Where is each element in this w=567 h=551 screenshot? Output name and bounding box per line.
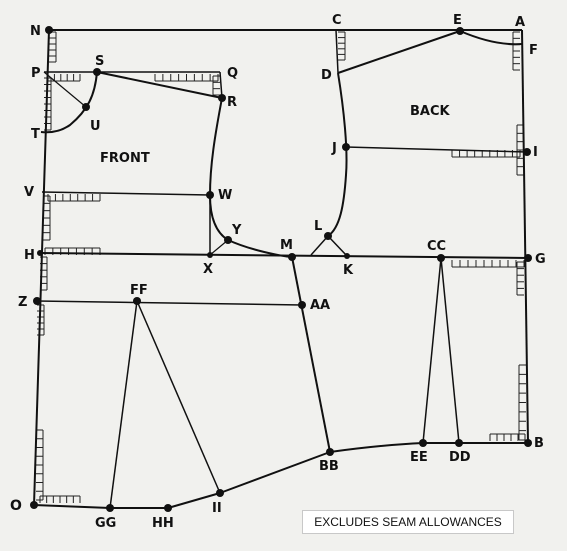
label-M: M [280,238,293,253]
point-R [218,94,226,102]
region-back-label: BACK [410,104,451,119]
line-O-GG [33,504,111,509]
back-shoulder-line [337,30,461,74]
label-H: H [24,248,35,263]
line-FF-II [136,300,221,494]
front-shoulder-line [96,71,223,99]
label-AA: AA [310,298,330,313]
line-L-M [310,235,329,256]
label-U: U [90,119,101,134]
point-II [216,489,224,497]
point-Y [224,236,232,244]
label-A: A [515,15,525,30]
point-I [523,148,531,156]
seam-allowance-caption: EXCLUDES SEAM ALLOWANCES [302,510,514,534]
label-CC: CC [427,239,446,254]
point-G [524,254,532,262]
label-FF: FF [130,283,148,298]
label-S: S [95,54,104,69]
point-EE [419,439,427,447]
front-armhole [208,97,293,258]
point-HH [164,504,172,512]
line-CC-DD [440,257,460,444]
line-V-W [41,191,211,196]
label-P: P [31,66,41,81]
front-neck-curve [40,71,98,134]
point-N [45,26,53,34]
line-Q-R [219,71,223,99]
point-DD [455,439,463,447]
point-GG [106,504,114,512]
label-GG: GG [95,516,116,531]
label-R: R [227,95,237,110]
point-markers [30,26,532,512]
line-CC-EE [422,257,442,444]
label-C: C [332,13,342,28]
point-L [324,232,332,240]
line-J-I [345,146,528,153]
point-B [524,439,532,447]
label-G: G [535,252,546,267]
label-J: J [331,141,337,156]
point-H [37,250,43,256]
back-armhole [327,72,348,237]
label-K: K [343,263,354,278]
point-J [342,143,350,151]
line-N-O [33,29,50,506]
label-D: D [321,68,332,83]
line-M-BB [291,256,331,453]
label-V: V [24,185,34,200]
line-C-D [335,29,339,74]
line-P-U [43,71,87,108]
label-DD: DD [449,450,471,465]
point-U [82,103,90,111]
line-BB-B [329,442,528,453]
label-Y: Y [231,223,242,238]
label-F: F [529,43,538,58]
point-K [344,253,350,259]
ruler-ticks [36,31,526,503]
point-BB [326,448,334,456]
point-AA [298,301,306,309]
region-front-label: FRONT [100,151,150,166]
point-O [30,501,38,509]
label-I: I [533,145,538,160]
point-X [207,252,213,258]
line-HH-II [167,492,221,509]
label-W: W [218,188,232,203]
label-E: E [453,13,462,28]
back-neck-curve [459,30,523,46]
label-Z: Z [18,295,27,310]
label-HH: HH [152,516,174,531]
line-L-K [327,235,348,257]
label-N: N [30,24,41,39]
label-Q: Q [227,66,238,81]
label-O: O [10,498,22,514]
line-Z-AA [36,300,303,306]
line-A-B [521,29,529,444]
point-FF [133,297,141,305]
label-X: X [203,262,213,277]
label-II: II [212,501,222,516]
point-CC [437,254,445,262]
label-T: T [31,127,40,142]
point-E [456,27,464,35]
line-FF-GG [109,300,138,509]
point-W [206,191,214,199]
label-BB: BB [319,459,339,474]
label-L: L [314,219,322,234]
label-B: B [534,436,544,451]
line-II-BB [219,451,331,494]
point-M [288,253,296,261]
point-S [93,68,101,76]
point-Z [33,297,41,305]
line-H-G [39,252,529,259]
label-EE: EE [410,450,428,465]
